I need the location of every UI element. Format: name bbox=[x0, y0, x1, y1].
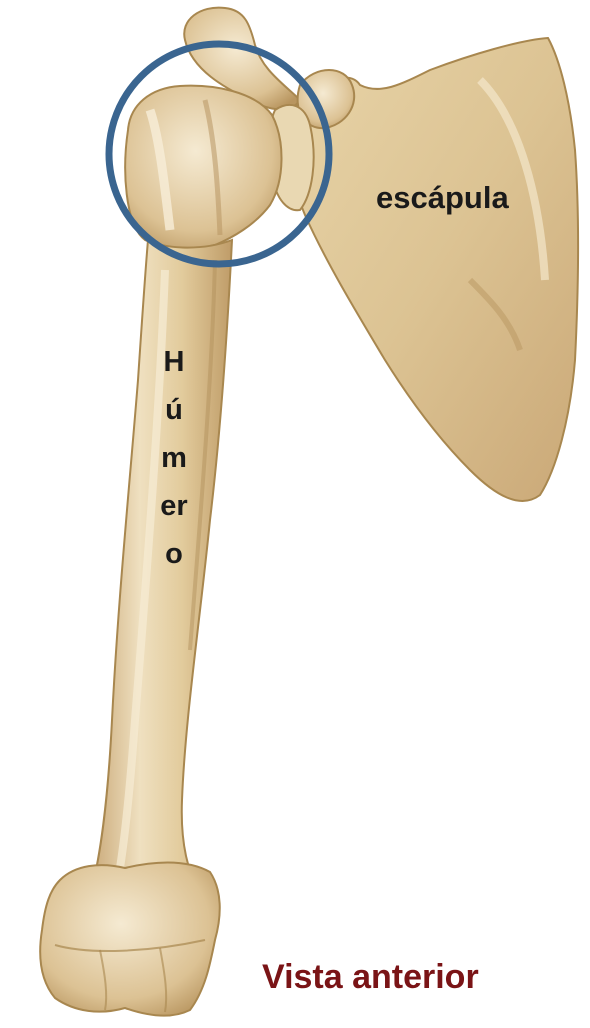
humerus-label: Húmero bbox=[160, 338, 188, 578]
humerus-head bbox=[125, 86, 281, 249]
scapula-label: escápula bbox=[376, 180, 509, 216]
view-caption: Vista anterior bbox=[262, 958, 479, 997]
humerus-distal-end bbox=[40, 863, 220, 1016]
